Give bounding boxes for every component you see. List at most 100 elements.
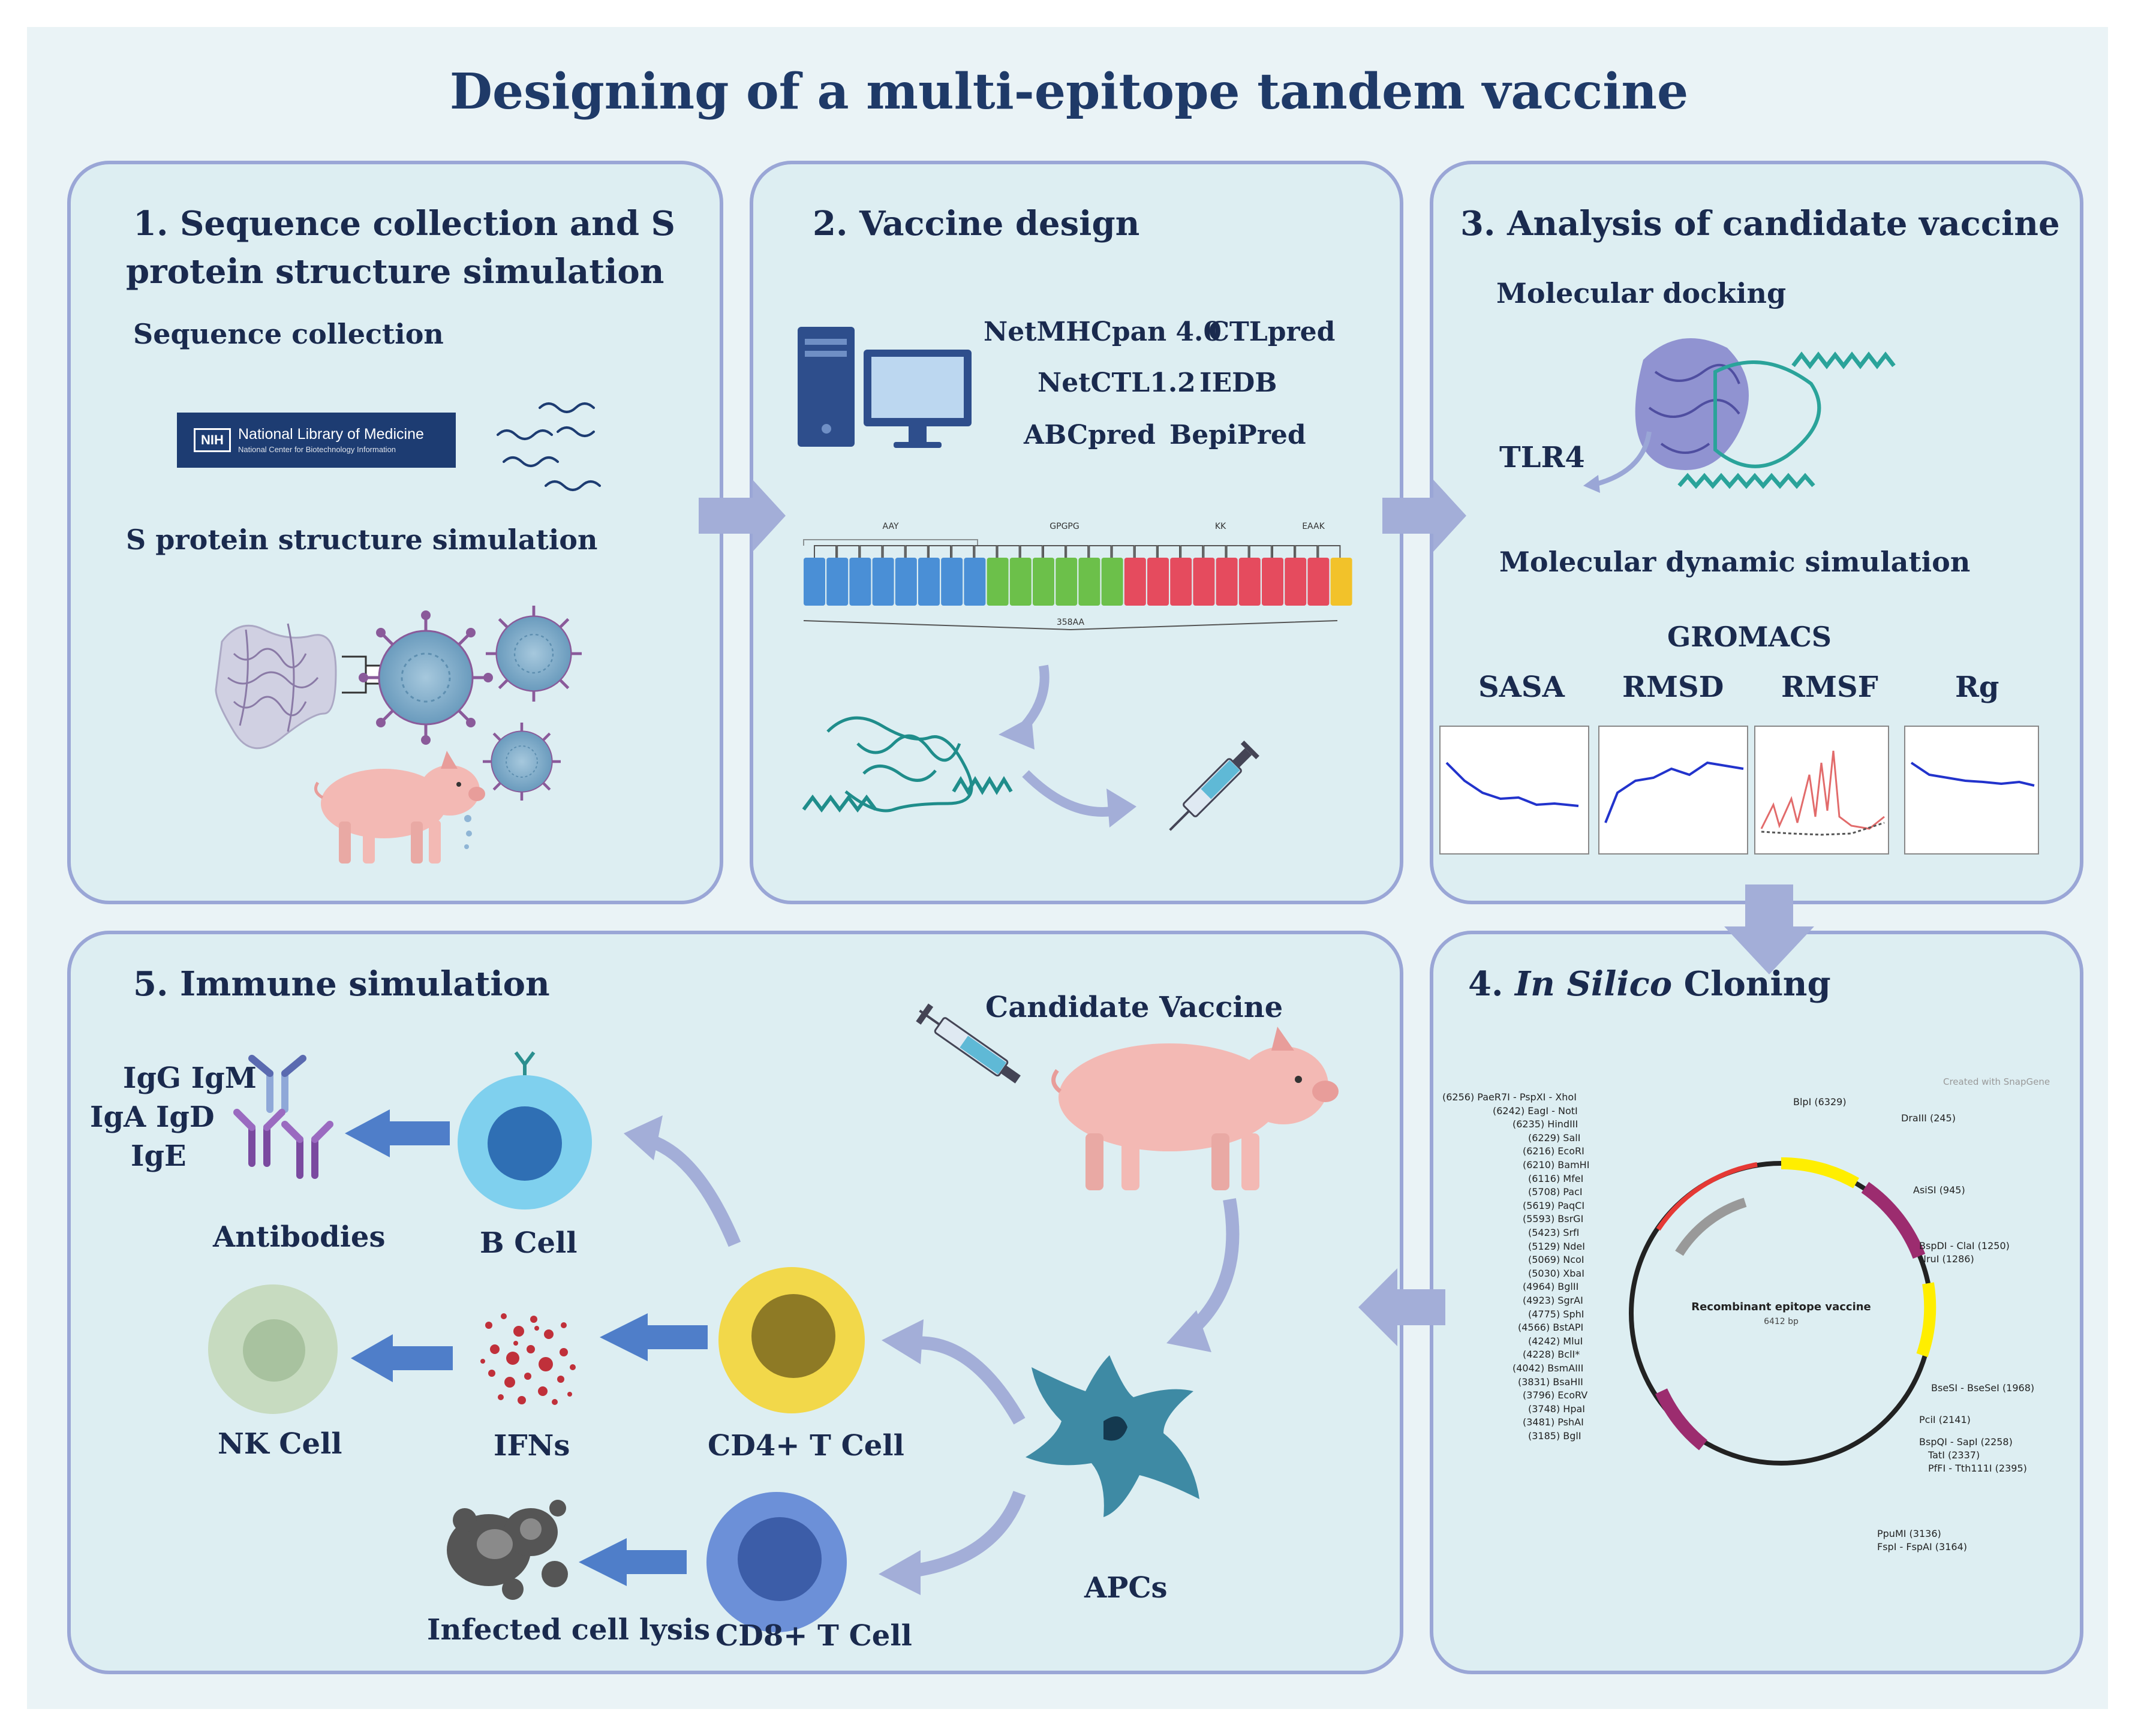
ifn-dot (539, 1357, 553, 1371)
ifn-dot (560, 1348, 568, 1356)
coronavirus-icon (359, 605, 582, 801)
vaccine-syringe-icon (916, 1003, 1021, 1084)
epitope-segment (1078, 558, 1100, 606)
arrow-vaccine-to-apc (1186, 1198, 1240, 1337)
linker-bracket (1203, 545, 1226, 558)
restriction-site-label: (3831) BsaHII (1518, 1376, 1583, 1388)
linker-bracket (1111, 545, 1135, 558)
linker-bracket (951, 545, 975, 558)
metric-rg: Rg (1955, 670, 1999, 704)
rmsd-mini-plot (1598, 726, 1748, 855)
ig-label-line1: IgG IgM (123, 1061, 257, 1095)
arrow-ifn-to-nk (351, 1334, 453, 1382)
arrow-panel4-to-panel5 (1358, 1268, 1445, 1346)
epitope-segment (1238, 558, 1261, 606)
linker-bracket (905, 545, 928, 558)
epitope-segment (849, 558, 871, 606)
linker-bracket (928, 545, 951, 558)
linker-bracket (1180, 545, 1204, 558)
restriction-site-label: (6210) BamHI (1523, 1159, 1590, 1171)
sequence-collection-label: Sequence collection (133, 318, 444, 350)
restriction-site-label: (4566) BstAPI (1518, 1322, 1584, 1334)
epitope-segment (804, 558, 825, 606)
epitope-segment (1262, 558, 1283, 606)
epitope-segment (1216, 558, 1238, 606)
arrow-panel3-to-panel4 (1724, 884, 1814, 974)
linker-bracket (1043, 545, 1066, 558)
panel4-title-rest: Cloning (1683, 964, 1831, 1004)
ifn-dot (557, 1376, 564, 1383)
arrow-cd4-to-ifn (600, 1313, 708, 1361)
apc-dendritic-cell-icon (1026, 1355, 1199, 1517)
restriction-site-label: (3481) PshAI (1523, 1416, 1584, 1428)
ifn-dot (498, 1394, 504, 1400)
ig-label-line3: IgE (131, 1139, 187, 1173)
panel4-title: 4. In Silico Cloning (1468, 964, 1831, 1004)
epitope-segment (826, 558, 849, 606)
ifn-dot (480, 1359, 485, 1364)
restriction-site-label: (5069) NcoI (1528, 1254, 1584, 1266)
ifn-dot (534, 1326, 539, 1331)
tool-netctl: NetCTL1.2 (1038, 368, 1196, 398)
gromacs-label: GROMACS (1667, 621, 1832, 653)
tlr4-label: TLR4 (1499, 441, 1585, 474)
tool-ctlpred: CTLpred (1208, 317, 1336, 347)
tool-bepipred: BepiPred (1169, 420, 1306, 450)
linker-bracket (974, 545, 997, 558)
ifn-dot (501, 1313, 507, 1319)
piglet-icon (314, 751, 485, 864)
restriction-site-label: BseSI - BseSeI (1968) (1931, 1382, 2035, 1394)
arrow-apc-to-cd8 (910, 1491, 1026, 1578)
epitope-segment (1056, 558, 1078, 606)
restriction-site-label: (4228) BclI* (1523, 1349, 1580, 1361)
ig-label-line2: IgA IgD (90, 1100, 215, 1134)
infected-cell-lysis-label: Infected cell lysis (427, 1613, 711, 1647)
restriction-site-label: PfFI - Tth111I (2395) (1928, 1463, 2027, 1474)
restriction-site-label: NruI (1286) (1919, 1253, 1974, 1265)
restriction-site-label: (5708) PacI (1528, 1186, 1583, 1198)
restriction-site-label: (4242) MluI (1528, 1335, 1583, 1347)
pig-icon (1051, 1027, 1339, 1190)
ifn-dot (527, 1345, 535, 1353)
restriction-site-label: (6116) MfeI (1528, 1172, 1584, 1184)
apcs-label: APCs (1084, 1571, 1168, 1605)
restriction-site-label: (6256) PaeR7I - PspXI - XhoI (1442, 1091, 1577, 1103)
restriction-site-label: PpuMI (3136) (1877, 1528, 1941, 1539)
restriction-site-label: AsiSI (945) (1913, 1184, 1965, 1196)
arrow-cd8-to-lysis (579, 1538, 687, 1586)
restriction-site-label: BspQI - SapI (2258) (1919, 1436, 2013, 1448)
antibody-icon (233, 1055, 333, 1179)
linker-bracket (882, 545, 906, 558)
epitope-segment (964, 558, 986, 606)
infected-cell-icon (447, 1500, 568, 1600)
restriction-site-label: (3185) BglI (1528, 1430, 1581, 1442)
plasmid-size: 6412 bp (1764, 1317, 1799, 1326)
tool-netmhcpan: NetMHCpan 4.0 (984, 317, 1222, 347)
epitope-segment (872, 558, 894, 606)
b-cell-icon (458, 1051, 592, 1210)
linker-bracket (1066, 545, 1089, 558)
restriction-site-label: (6235) HindIII (1512, 1118, 1578, 1130)
restriction-site-label: (6242) EagI - NotI (1493, 1105, 1578, 1117)
restriction-site-label: (3796) EcoRV (1523, 1389, 1588, 1401)
restriction-site-label: BspDI - ClaI (1250) (1919, 1240, 2010, 1251)
epitope-segment (1307, 558, 1330, 606)
linker-bracket (1226, 545, 1249, 558)
nk-cell-icon (208, 1284, 338, 1414)
docking-structure-icon (1635, 338, 1896, 489)
plasmid-name: Recombinant epitope vaccine (1691, 1301, 1871, 1313)
restriction-site-label: (6216) EcoRI (1523, 1145, 1584, 1157)
panel5-title: 5. Immune simulation (133, 964, 550, 1004)
nih-name: National Library of Medicine (238, 426, 424, 443)
epitope-segment (1124, 558, 1146, 606)
restriction-site-label: (6229) SalI (1528, 1132, 1581, 1144)
b-cell-label: B Cell (480, 1226, 578, 1260)
s-protein-sim-label: S protein structure simulation (126, 523, 598, 556)
panel4-title-num: 4. (1468, 964, 1503, 1004)
linker-bracket (1157, 545, 1180, 558)
construct-length-label: 358AA (1057, 618, 1085, 627)
sequence-waves-icon (497, 402, 601, 491)
restriction-site-label: TatI (2337) (1928, 1449, 1980, 1461)
epitope-construct-diagram: AAY GPGPG KK EAAK 358AA (803, 522, 1352, 631)
